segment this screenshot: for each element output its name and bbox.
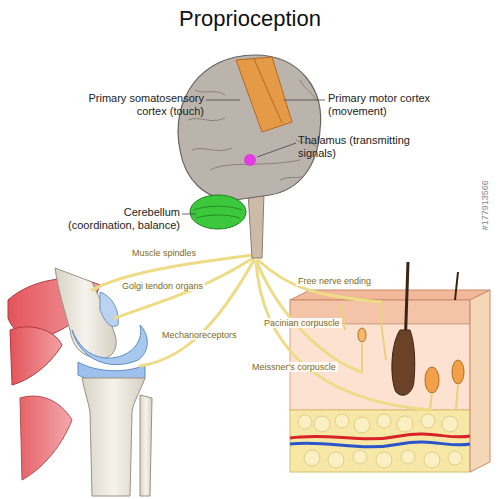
brain-area-label: Primary somatosensory cortex (touch) [78,92,204,117]
brain-area-label: Primary motor cortex (movement) [328,92,448,117]
watermark: #177913566 [480,150,490,260]
knee-illustration [8,268,152,496]
receptor-label: Muscle spindles [130,248,198,258]
receptor-label: Meissner's corpuscle [250,362,338,372]
nerve-fibres [92,255,430,410]
brain-area-label: Cerebellum (coordination, balance) [60,206,180,231]
receptor-label: Mechanoreceptors [160,330,239,340]
title: Proprioception [0,6,500,31]
brain-area-label: Thalamus (transmitting signals) [298,134,418,159]
receptor-label: Pacinian corpuscle [262,318,342,328]
receptor-label: Free nerve ending [296,276,373,286]
receptor-label: Golgi tendon organs [120,281,205,291]
